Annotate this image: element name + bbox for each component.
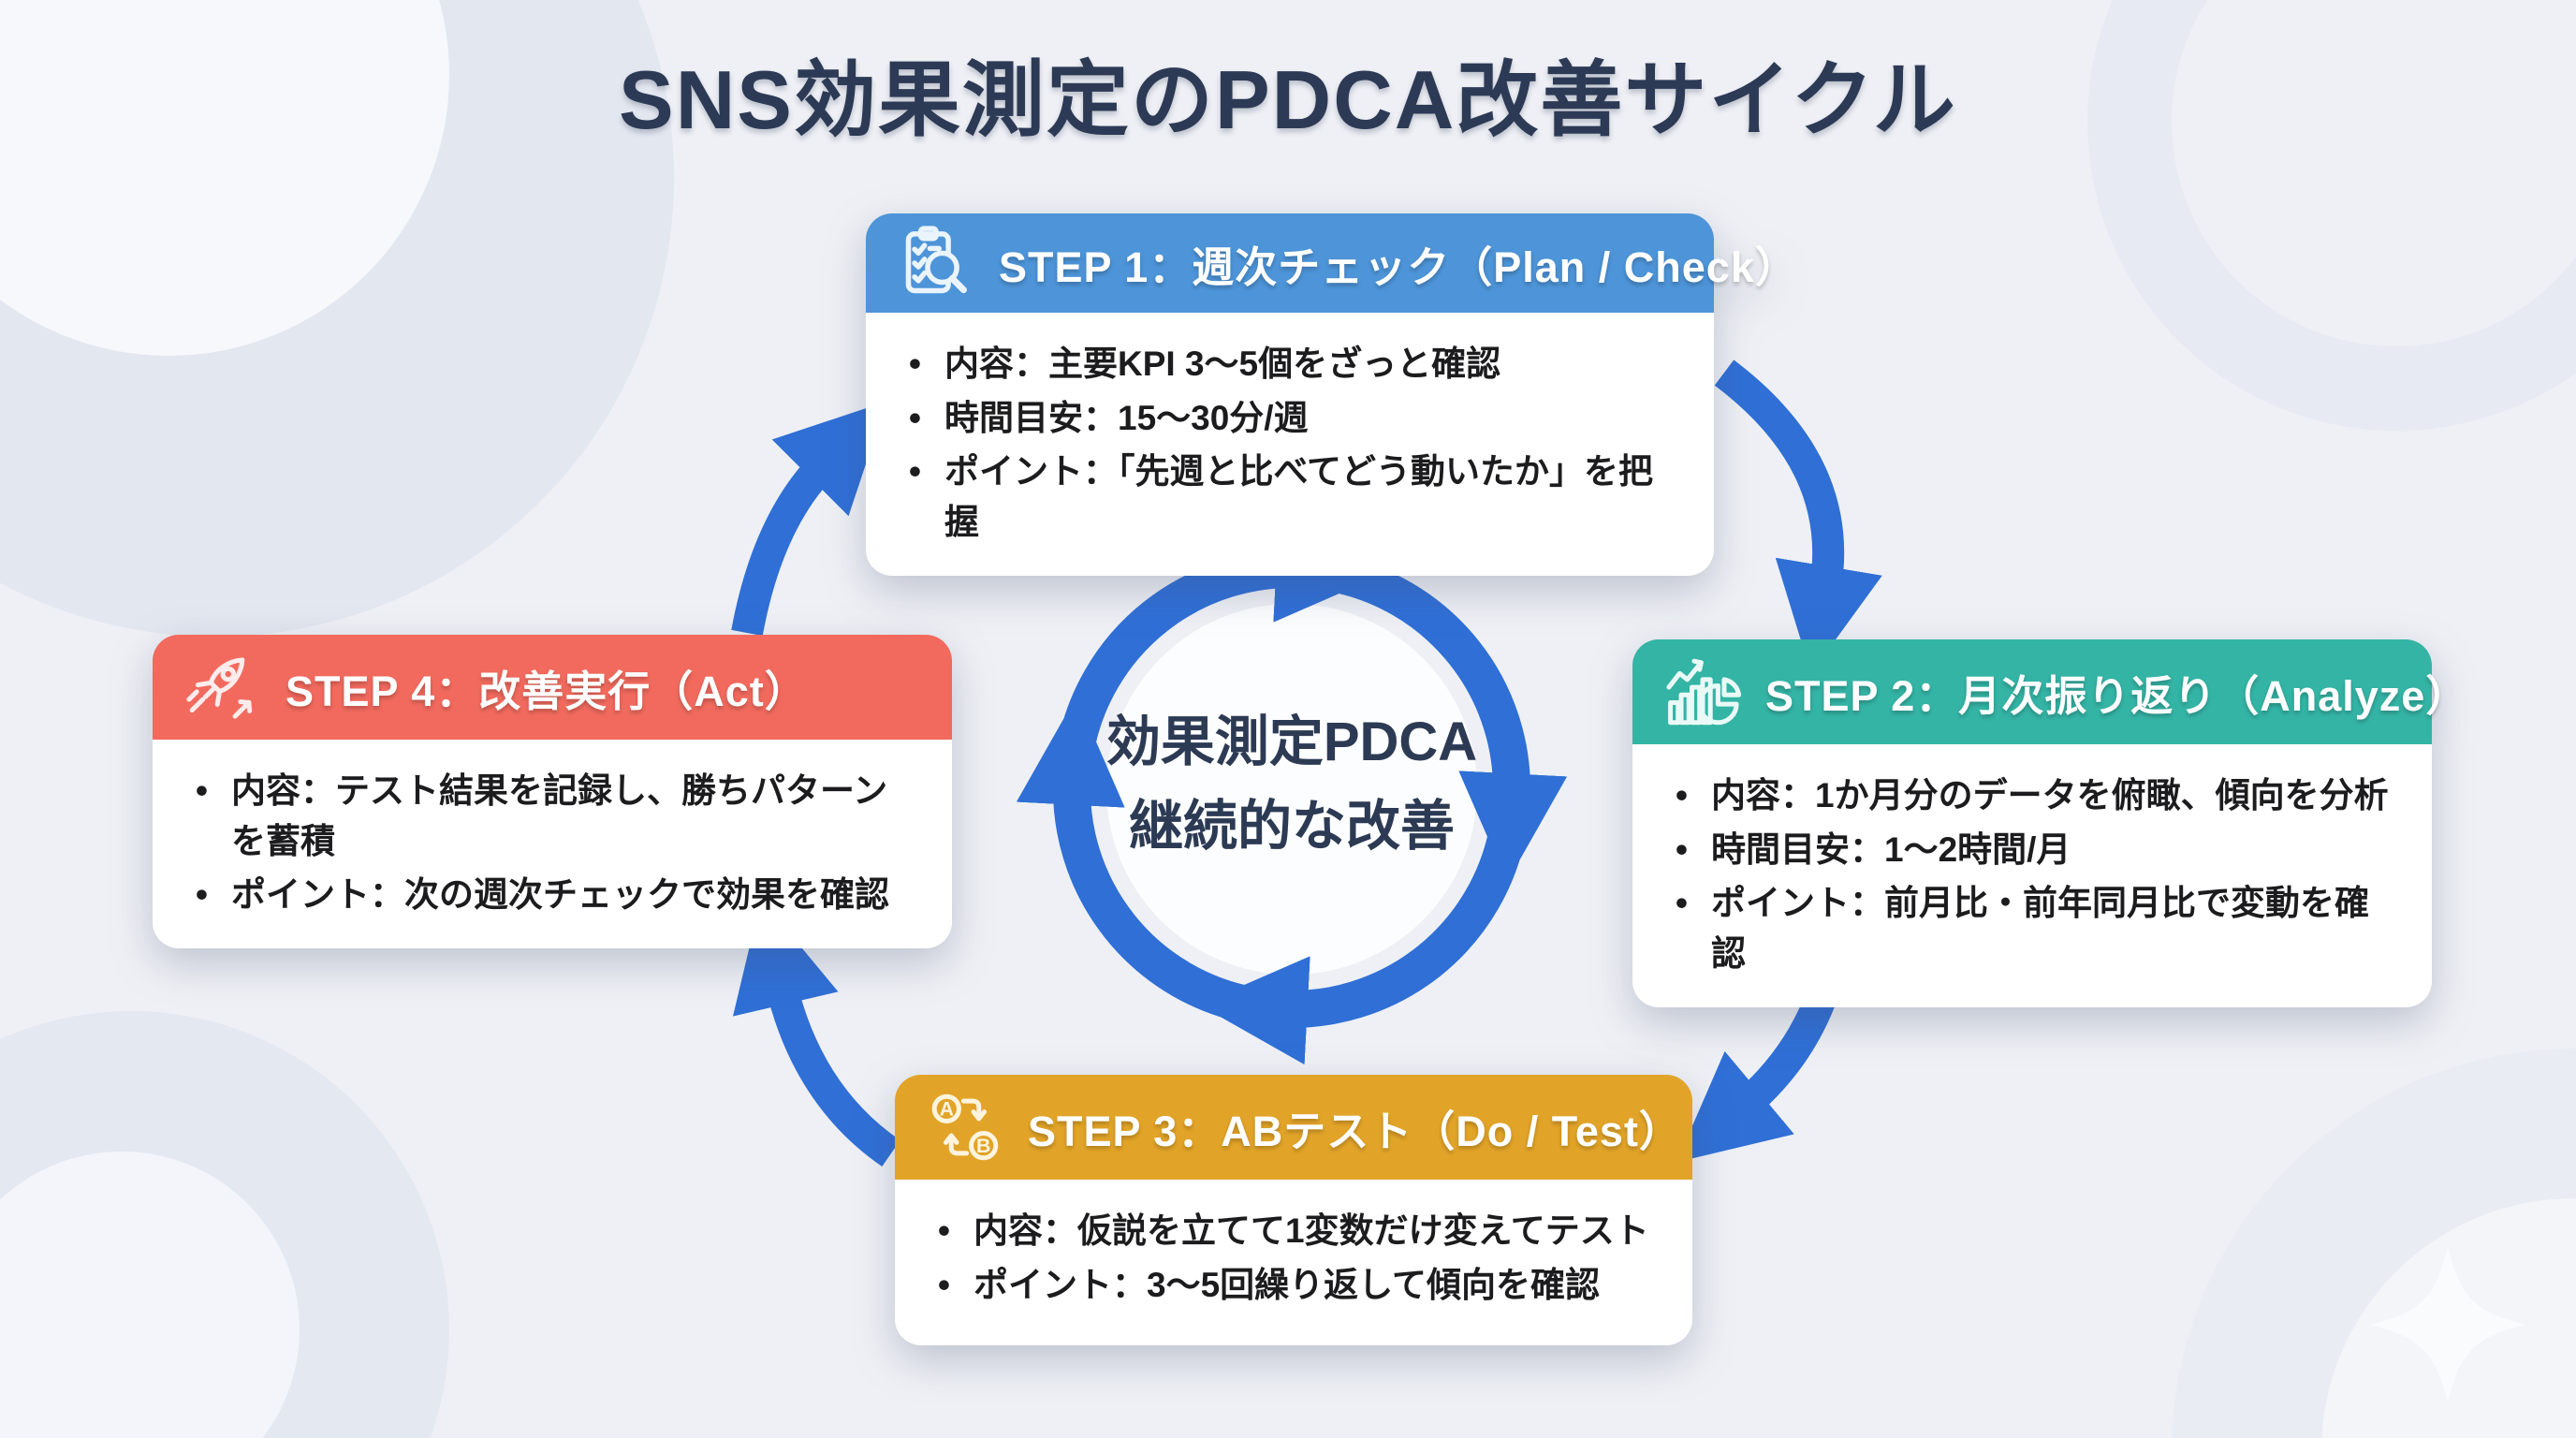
step1-card: STEP 1：週次チェック（Plan / Check） 内容：主要KPI 3〜5…: [866, 213, 1797, 576]
analytics-charts-icon: [1664, 653, 1741, 730]
step3-bullets: 内容：仮説を立てて1変数だけ変えてテストポイント：3〜5回繰り返して傾向を確認: [895, 1180, 1692, 1346]
ab-test-letter-b: B: [976, 1135, 990, 1157]
bullet-item: ポイント：「先週と比べてどう動いたか」を把握: [900, 447, 1680, 547]
step2-header: STEP 2：月次振り返り（Analyze）: [1632, 639, 2467, 744]
bullet-item: 時間目安：1〜2時間/月: [1666, 825, 2398, 875]
bullet-item: 内容：仮説を立てて1変数だけ変えてテスト: [929, 1206, 1659, 1256]
bullet-item: 内容：主要KPI 3〜5個をざっと確認: [900, 339, 1680, 389]
step3-header: A B STEP 3：ABテスト（Do / Test）: [895, 1075, 1692, 1180]
step1-bullets: 内容：主要KPI 3〜5個をざっと確認時間目安：15〜30分/週ポイント：「先週…: [866, 313, 1714, 576]
step4-title: STEP 4：改善実行（Act）: [285, 667, 808, 715]
step2-title: STEP 2：月次振り返り（Analyze）: [1765, 671, 2469, 720]
step2-card: STEP 2：月次振り返り（Analyze） 内容：1か月分のデータを俯瞰、傾向…: [1632, 639, 2467, 1007]
arrow-step4-to-step1: [731, 401, 887, 637]
center-label-line1: 効果測定PDCA: [1105, 712, 1478, 772]
bullet-item: 内容：1か月分のデータを俯瞰、傾向を分析: [1666, 770, 2398, 821]
rocket-icon: [184, 649, 261, 726]
sparkle-icon: [2368, 1245, 2527, 1404]
page-title: SNS効果測定のPDCA改善サイクル: [619, 53, 1957, 146]
step3-card: A B STEP 3：ABテスト（Do / Test） 内容：仮説を立てて1変数…: [895, 1075, 1692, 1346]
bullet-item: ポイント：3〜5回繰り返して傾向を確認: [929, 1260, 1659, 1311]
bullet-item: 内容：テスト結果を記録し、勝ちパターンを蓄積: [186, 766, 918, 866]
bullet-item: ポイント：次の週次チェックで効果を確認: [186, 870, 918, 920]
step4-header: STEP 4：改善実行（Act）: [153, 635, 952, 740]
step4-card: STEP 4：改善実行（Act） 内容：テスト結果を記録し、勝ちパターンを蓄積ポ…: [153, 635, 952, 948]
center-label-line2: 継続的な改善: [1128, 795, 1455, 857]
center-label: 効果測定PDCA 継続的な改善: [1020, 700, 1563, 869]
ab-test-icon: A B: [927, 1089, 1003, 1166]
step4-bullets: 内容：テスト結果を記録し、勝ちパターンを蓄積ポイント：次の週次チェックで効果を確…: [153, 740, 952, 948]
arrow-step1-to-step2: [1714, 360, 1882, 674]
step1-header: STEP 1：週次チェック（Plan / Check）: [866, 213, 1797, 313]
bullet-item: ポイント：前月比・前年同月比で変動を確認: [1666, 878, 2398, 978]
clipboard-search-icon: [898, 225, 974, 301]
arrow-step3-to-step4: [732, 898, 900, 1167]
ab-test-letter-a: A: [940, 1098, 954, 1121]
step1-title: STEP 1：週次チェック（Plan / Check）: [999, 242, 1798, 291]
bullet-item: 時間目安：15〜30分/週: [900, 393, 1680, 444]
step3-title: STEP 3：ABテスト（Do / Test）: [1028, 1107, 1682, 1155]
step2-bullets: 内容：1か月分のデータを俯瞰、傾向を分析時間目安：1〜2時間/月ポイント：前月比…: [1632, 744, 2432, 1007]
